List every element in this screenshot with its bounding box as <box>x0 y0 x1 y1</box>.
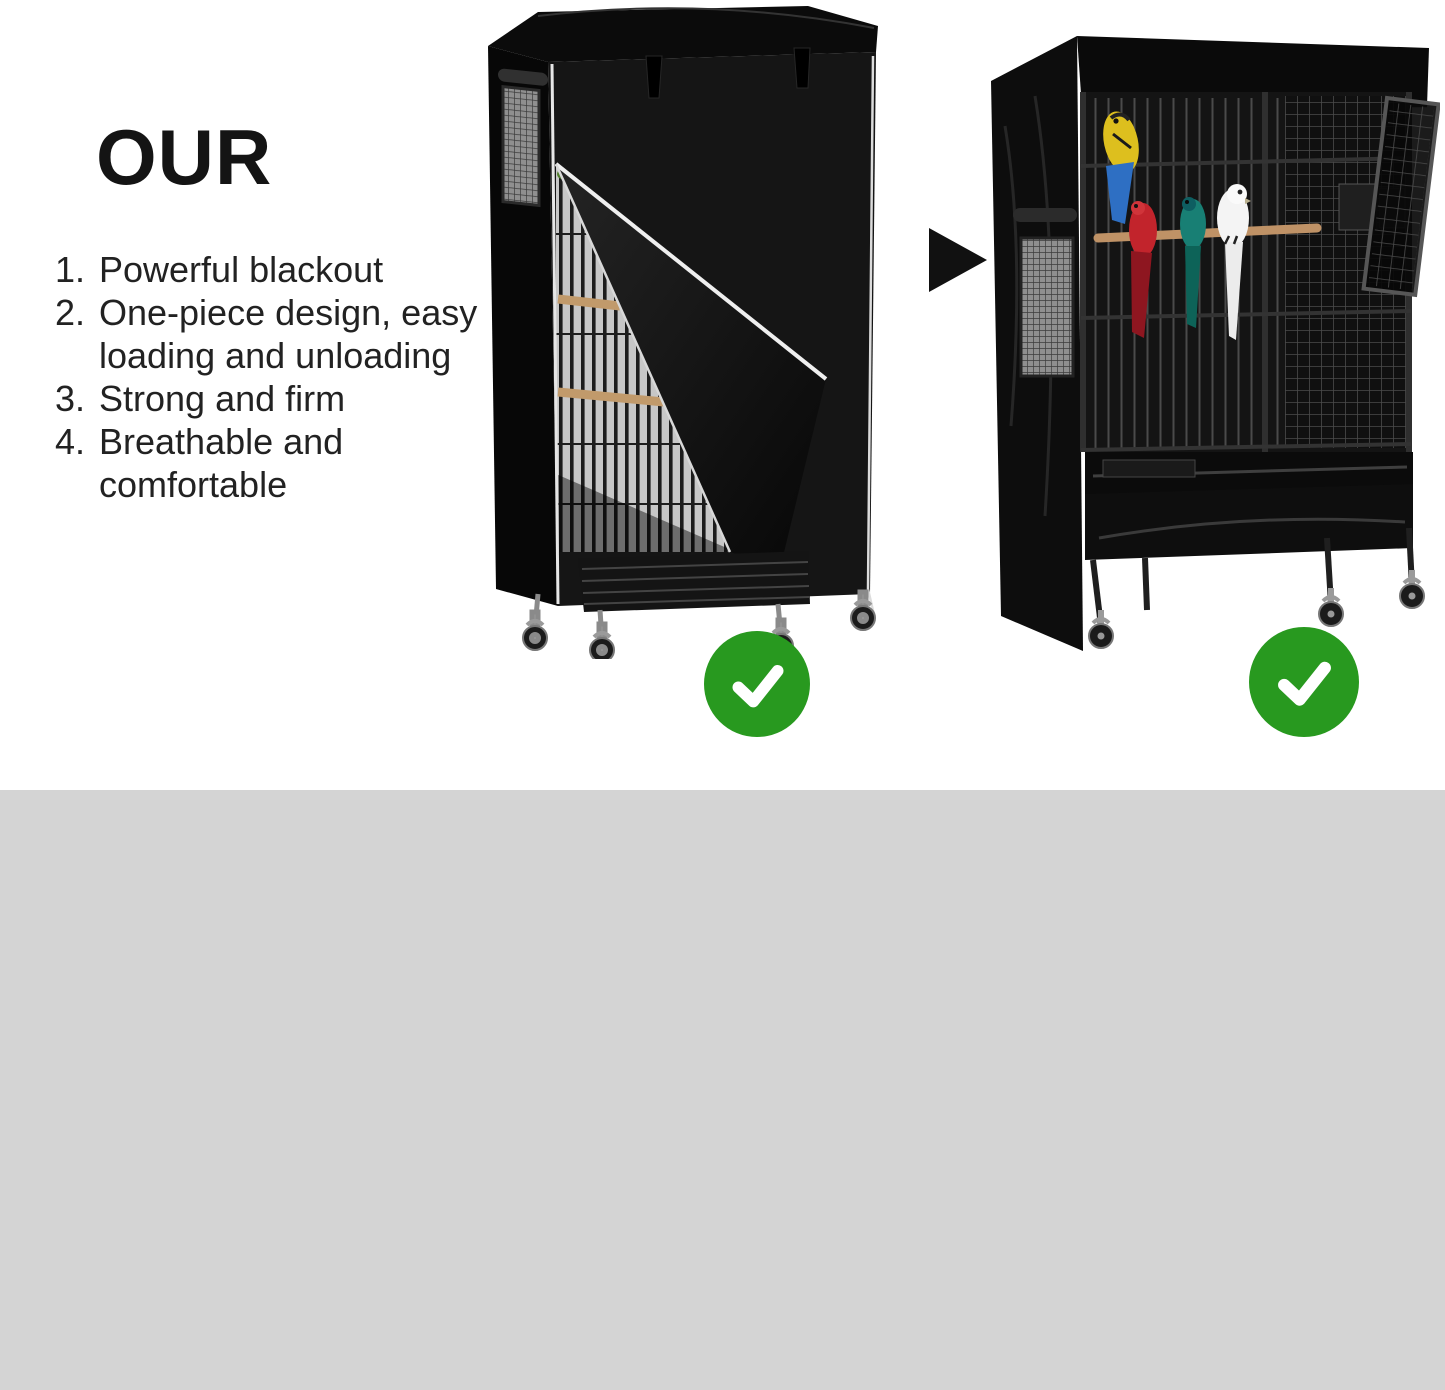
feature-number: 2. <box>55 292 86 333</box>
our-section: OUR 1. Powerful blackout 2. One-piece de… <box>55 4 1440 737</box>
feature-item: 1. Powerful blackout <box>55 248 485 291</box>
our-title: OUR <box>96 113 273 202</box>
side-cover-panel <box>991 36 1083 651</box>
feature-text: loading and unloading <box>99 335 452 376</box>
bird-macaw-yellow-blue <box>1103 111 1139 224</box>
our-cover-open-photo <box>985 6 1440 661</box>
side-handle <box>1013 208 1077 222</box>
check-circle-icon <box>1249 627 1359 737</box>
bird-cockatoo-white <box>1217 184 1251 340</box>
caster-wheel <box>851 592 875 630</box>
mesh-window <box>1019 236 1075 378</box>
side-handle <box>498 68 548 86</box>
our-cover-closed-photo <box>478 4 906 659</box>
feature-text: Powerful blackout <box>99 249 384 290</box>
stand-casters <box>523 592 875 659</box>
top-straps <box>645 47 811 99</box>
feature-number: 3. <box>55 378 86 419</box>
stand-casters <box>1087 527 1426 650</box>
caster-wheel <box>1317 586 1345 628</box>
check-circle-icon <box>704 631 810 737</box>
mesh-window <box>501 84 541 208</box>
caster-wheel <box>523 612 547 650</box>
zipper-line-left <box>550 63 560 605</box>
bird-parrot-red <box>1129 201 1157 338</box>
feature-number: 4. <box>55 421 86 462</box>
cage-bottom-grate <box>578 551 810 612</box>
open-cage-door <box>1361 95 1440 298</box>
caster-wheel <box>1398 568 1426 610</box>
feature-text: comfortable <box>99 464 288 505</box>
caster-wheel <box>1087 608 1115 650</box>
feature-text: One-piece design, easy <box>99 292 478 333</box>
wood-perch <box>557 387 665 407</box>
zipper-line-right <box>866 55 876 616</box>
tray-and-shelf <box>1085 452 1413 560</box>
arrow-right-icon <box>929 228 987 292</box>
bird-parrot-teal <box>1180 197 1206 328</box>
feature-item: 4. Breathable and comfortable <box>55 420 485 506</box>
zipper-line-edge <box>554 163 732 553</box>
wood-perch <box>557 294 621 311</box>
unzipped-flap <box>554 162 828 569</box>
feature-text: Breathable and <box>99 421 344 462</box>
feature-number: 1. <box>55 249 86 290</box>
feature-item: 2. One-piece design, easy loading and un… <box>55 291 485 377</box>
other-section: OTHER <box>0 790 1445 1390</box>
feature-list: 1. Powerful blackout 2. One-piece design… <box>55 248 485 506</box>
feature-item: 3. Strong and firm <box>55 377 485 420</box>
feature-text: Strong and firm <box>99 378 346 419</box>
zipper-line-diagonal <box>554 162 828 381</box>
caster-wheel <box>590 624 614 659</box>
